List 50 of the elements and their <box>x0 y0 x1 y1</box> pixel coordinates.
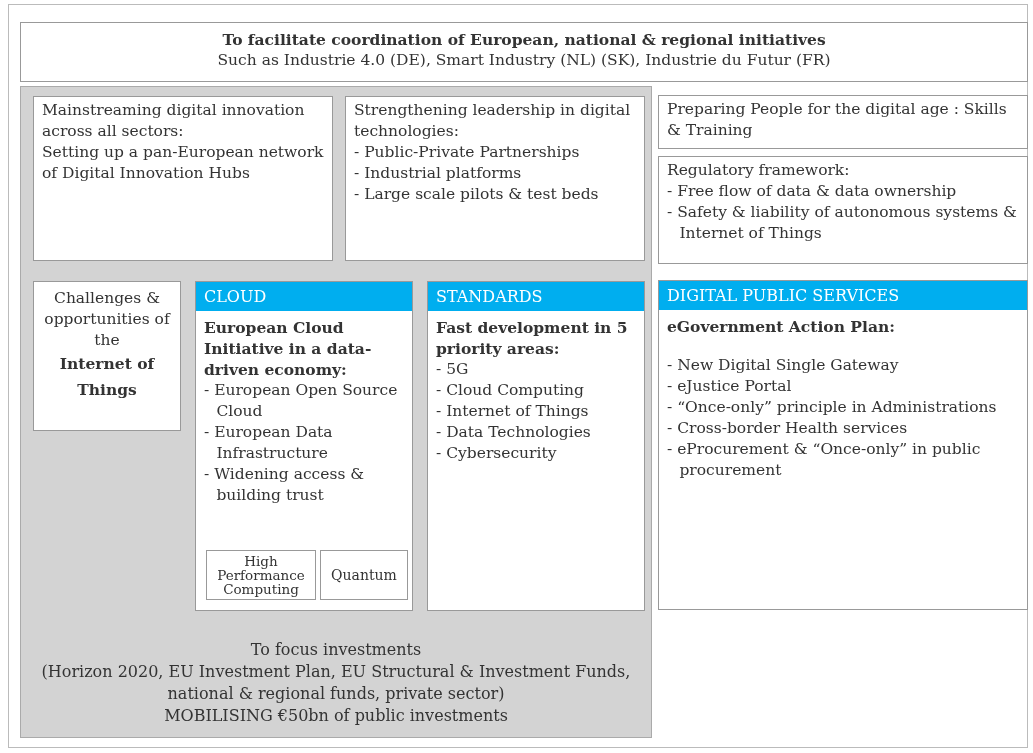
heading-text: Fast development in 5 priority areas: <box>435 317 629 359</box>
section-header: DIGITAL PUBLIC SERVICES <box>659 281 1027 310</box>
bullet-item: - 5G <box>435 359 470 380</box>
info-box <box>33 281 181 431</box>
bullet-item: - Large scale pilots & test beds <box>354 184 600 205</box>
body-text: Mainstreaming digital innovation across all sectors: <box>42 100 306 142</box>
body-text: To focus investments <box>249 639 423 661</box>
bullet-item: - “Once-only” principle in Administrations <box>666 397 998 418</box>
body-text: Setting up a pan-European network of Digital Innovation Hubs <box>42 142 324 184</box>
body-text: Quantum <box>331 565 397 585</box>
section-header: CLOUD <box>196 282 412 311</box>
topic-card <box>195 281 413 611</box>
bullet-item: - Free flow of data & data ownership <box>667 181 958 202</box>
info-box <box>658 156 1028 264</box>
bullet-item: - eProcurement & “Once-only” in public procurement <box>666 439 982 481</box>
topic-card <box>658 280 1028 610</box>
body-text: (Horizon 2020, EU Investment Plan, EU Structural & Investment Funds, national & regional funds, private sector) <box>41 661 631 705</box>
body-text: Regulatory framework: <box>667 160 851 181</box>
heading-text: European Cloud Initiative in a data-driven economy: <box>203 317 373 380</box>
bullet-item: - Public-Private Partnerships <box>354 142 581 163</box>
heading-text: Internet of Things <box>58 353 156 401</box>
bullet-item: - Widening access & building trust <box>203 464 366 506</box>
bullet-item: - Safety & liability of autonomous systems & Internet of Things <box>667 202 1018 244</box>
bullet-item: - European Data Infrastructure <box>203 422 334 464</box>
sub-box <box>206 550 316 600</box>
body-text: Strengthening leadership in digital technologies: <box>354 100 632 142</box>
bullet-item: - European Open Source Cloud <box>203 380 399 422</box>
sub-box <box>320 550 408 600</box>
bullet-item: - Cross-border Health services <box>666 418 909 439</box>
topic-card <box>427 281 645 611</box>
section-header: STANDARDS <box>428 282 644 311</box>
investment-panel <box>20 86 652 738</box>
heading-text: To facilitate coordination of European, national & regional initiatives <box>221 29 827 50</box>
bullet-item: - Data Technologies <box>435 422 592 443</box>
bullet-item: - Industrial platforms <box>354 163 523 184</box>
info-box <box>658 95 1028 149</box>
body-text: MOBILISING €50bn of public investments <box>163 705 509 727</box>
bullet-item: - Internet of Things <box>435 401 590 422</box>
body-text: Preparing People for the digital age : Skills & Training <box>667 99 1008 141</box>
info-box <box>33 96 333 261</box>
heading-text: eGovernment Action Plan: <box>666 316 896 337</box>
bullet-item: - New Digital Single Gateway <box>666 355 900 376</box>
bullet-item: - Cloud Computing <box>435 380 586 401</box>
body-text: High Performance Computing <box>216 554 306 596</box>
bullet-item: - eJustice Portal <box>666 376 793 397</box>
body-text: Challenges & opportunities of the <box>43 288 172 351</box>
body-text: Such as Industrie 4.0 (DE), Smart Industry (NL) (SK), Industrie du Futur (FR) <box>216 50 832 71</box>
info-box <box>345 96 645 261</box>
heading-box <box>20 22 1028 82</box>
bullet-item: - Cybersecurity <box>435 443 558 464</box>
